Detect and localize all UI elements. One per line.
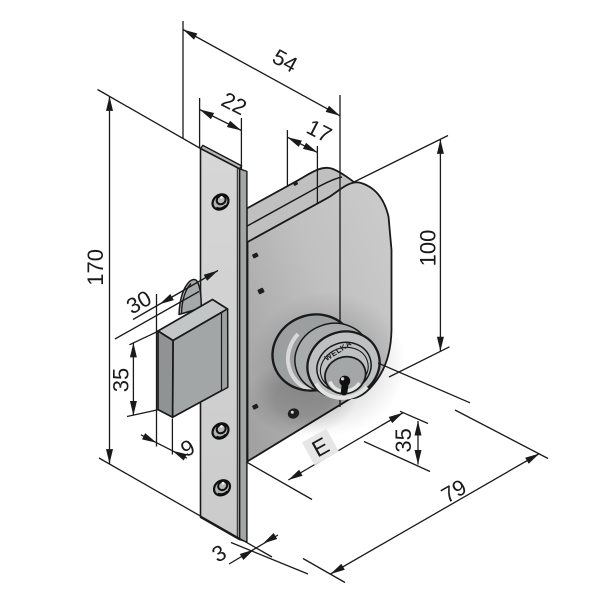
svg-text:170: 170 [83,249,108,286]
svg-text:35: 35 [391,428,416,452]
svg-text:35: 35 [108,368,133,392]
svg-text:100: 100 [416,230,441,267]
